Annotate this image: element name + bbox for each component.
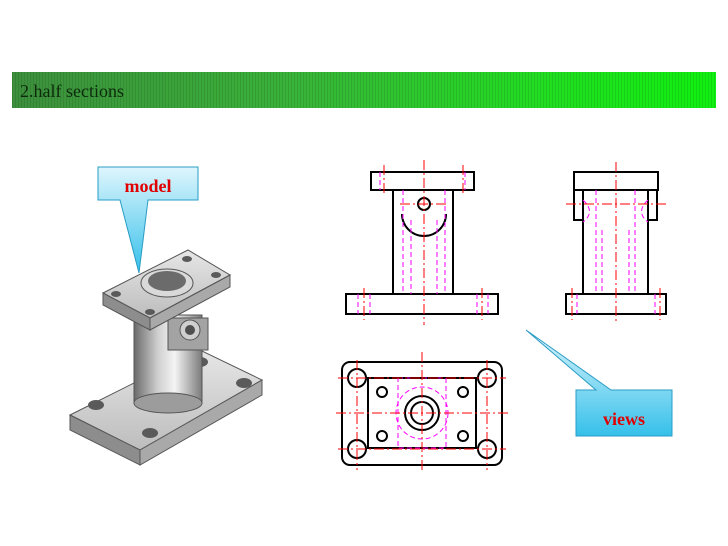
top-view-drawing <box>336 352 508 472</box>
model-3d-illustration <box>68 249 264 466</box>
views-callout: views <box>525 329 673 437</box>
section-header-bar: 2.half sections <box>12 72 716 108</box>
side-view-drawing <box>565 162 667 324</box>
model-callout: model <box>97 166 199 274</box>
section-title: 2.half sections <box>20 81 124 101</box>
views-callout-label: views <box>603 409 645 429</box>
model-callout-label: model <box>125 176 172 196</box>
front-view-drawing <box>345 160 499 325</box>
